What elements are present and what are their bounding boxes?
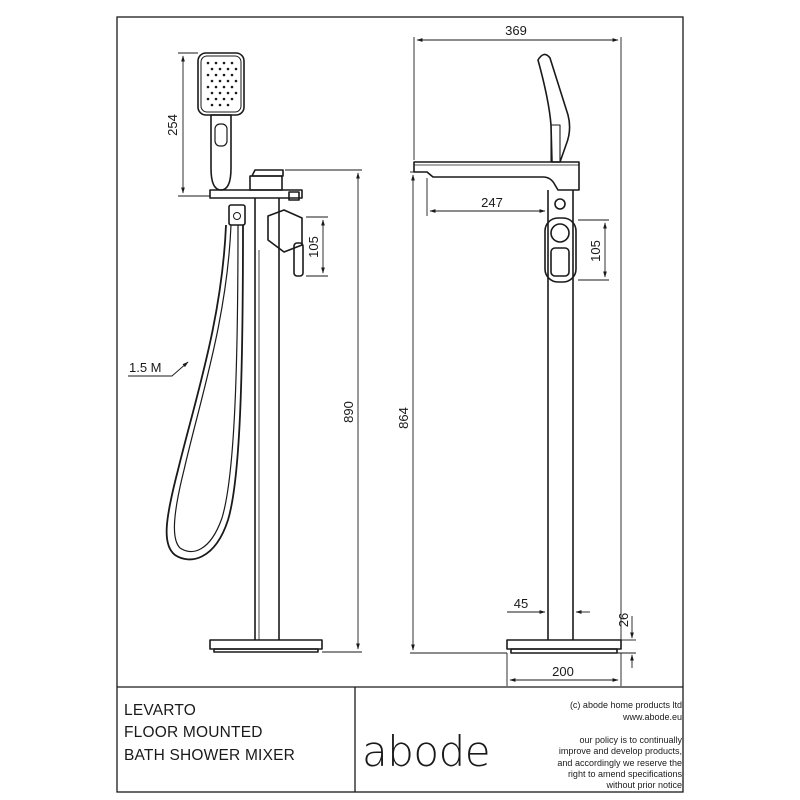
product-name: LEVARTO (124, 702, 197, 719)
product-description-line-2: BATH SHOWER MIXER (124, 747, 296, 764)
front-view (165, 52, 323, 653)
side-shower-handle (550, 124, 561, 163)
diverter-block (249, 175, 283, 191)
lever-handle (267, 209, 303, 253)
front-dimensions (128, 52, 362, 653)
shower-hose (165, 224, 244, 561)
shower-handle (210, 114, 232, 191)
dim-105-front-label: 105 (306, 236, 321, 258)
side-dimensions (410, 37, 636, 686)
side-shower-head (537, 53, 571, 163)
policy-line: and accordingly we reserve the (557, 757, 682, 768)
copyright-text: (c) abode home products ltd (569, 700, 682, 710)
front-base-foot (213, 648, 319, 653)
policy-line: improve and develop products, (558, 746, 682, 757)
side-lever-paddle (550, 247, 570, 277)
side-lever-body (544, 217, 577, 283)
front-base-plate (209, 639, 323, 650)
side-base-foot (510, 648, 618, 654)
abode-logo: abode (362, 727, 491, 776)
shower-hose-inner (173, 224, 239, 552)
dim-369-label: 369 (505, 23, 527, 38)
policy-notice: our policy is to continually improve and… (482, 735, 682, 791)
side-view (413, 53, 622, 654)
dim-864-label: 864 (396, 407, 411, 429)
product-description-line-1: FLOOR MOUNTED (124, 724, 263, 741)
diverter-top (251, 169, 284, 177)
shower-handle-button (214, 123, 228, 147)
hose-connector (228, 204, 246, 226)
website-text: www.abode.eu (622, 712, 682, 722)
policy-line: without prior notice (606, 780, 682, 791)
dim-200-label: 200 (552, 664, 574, 679)
dim-254-label: 254 (165, 114, 180, 136)
dim-890-label: 890 (341, 401, 356, 423)
hose-connector-nut (233, 212, 241, 220)
spout (413, 161, 580, 191)
dim-105-side-label: 105 (588, 240, 603, 262)
shower-nozzles (206, 61, 238, 107)
drawing-frame (116, 16, 684, 793)
lever-paddle (293, 242, 304, 277)
side-lever-cap (550, 223, 570, 243)
policy-line: our policy is to continually (579, 735, 682, 745)
side-base-plate (506, 639, 622, 650)
dim-26-label: 26 (616, 613, 631, 627)
dim-247-label: 247 (481, 195, 503, 210)
side-diverter-knob (554, 198, 566, 210)
dim-hose-label: 1.5 M (129, 360, 162, 375)
policy-line: right to amend specifications (567, 768, 682, 779)
shower-face (200, 55, 242, 113)
hose-leader (128, 361, 189, 377)
dim-45-label: 45 (514, 596, 528, 611)
diverter-knob (288, 191, 300, 201)
